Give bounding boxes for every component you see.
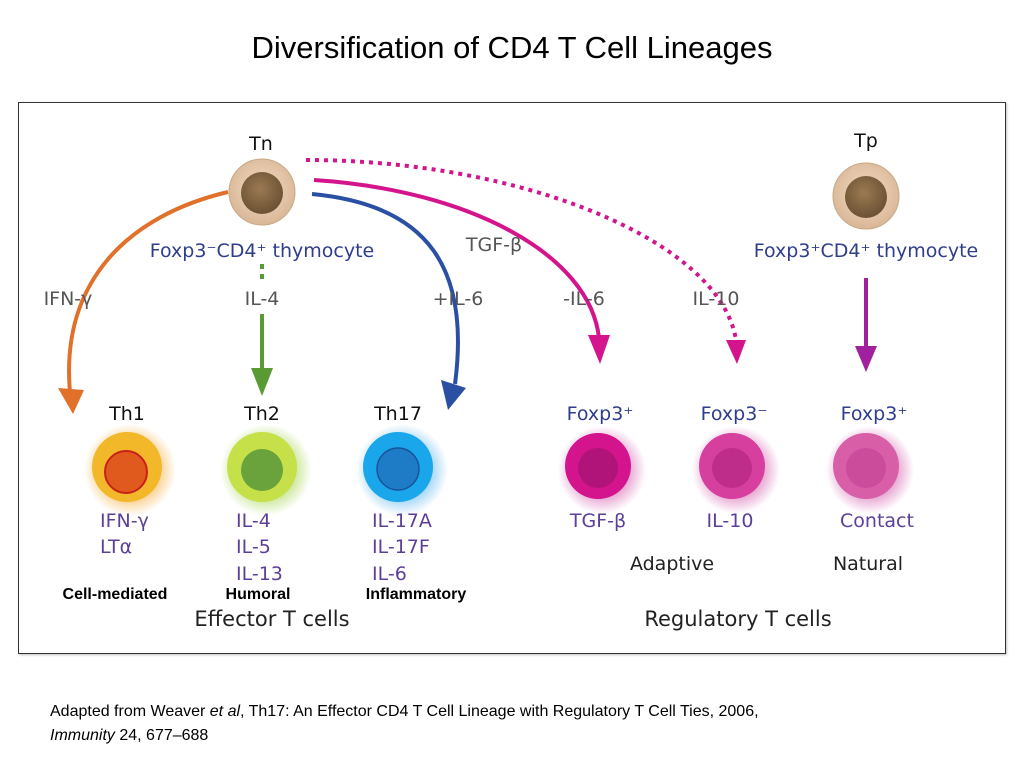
th1-label: Th1: [108, 403, 145, 425]
arrowhead-natural: [855, 346, 877, 372]
treg-adaptive-pos-label: Foxp3⁺: [567, 403, 634, 425]
signal-ifng: IFN-γ: [44, 288, 93, 310]
signal-il10: IL-10: [693, 288, 740, 310]
th2-product-1: IL-4: [236, 510, 271, 532]
treg-natural-product: Contact: [840, 510, 914, 532]
tn-label: Tn: [248, 133, 273, 155]
signal-il4: IL-4: [245, 288, 280, 310]
treg-adaptive-neg-product: IL-10: [707, 510, 754, 532]
citation-prefix: Adapted from Weaver: [50, 703, 210, 720]
group-adaptive: Adaptive: [630, 553, 714, 575]
signal-minus-il6: -IL-6: [563, 288, 605, 310]
caption-inflammatory: Inflammatory: [366, 586, 467, 603]
signal-plus-il6: +IL-6: [433, 288, 484, 310]
arrow-tn-to-foxp3pos: [313, 178, 601, 339]
th1-product-2: LTα: [100, 536, 132, 558]
arrowhead-foxp3pos: [588, 335, 610, 364]
slide-title: Diversification of CD4 T Cell Lineages: [251, 30, 773, 65]
group-regulatory: Regulatory T cells: [644, 607, 831, 631]
th17-product-3: IL-6: [372, 563, 407, 585]
tp-cell: [832, 162, 900, 230]
citation-suffix: 24, 677–688: [114, 727, 209, 744]
th17-product-1: IL-17A: [372, 510, 432, 532]
arrowhead-th17: [441, 380, 466, 410]
treg-adaptive-neg-cell: [692, 426, 780, 514]
citation: Adapted from Weaver et al, Th17: An Effe…: [50, 700, 980, 748]
treg-adaptive-pos-product: TGF-β: [569, 510, 626, 532]
treg-adaptive-neg-label: Foxp3⁻: [701, 403, 768, 425]
group-natural: Natural: [833, 553, 903, 575]
arrow-tn-to-th17: [311, 192, 460, 385]
th1-cell: [84, 424, 176, 516]
treg-natural-cell: [826, 426, 914, 514]
th17-cell: [356, 424, 448, 516]
tp-label: Tp: [853, 130, 878, 152]
th2-cell: [220, 424, 312, 516]
th2-product-2: IL-5: [236, 536, 271, 558]
tn-desc: Foxp3⁻CD4⁺ thymocyte: [150, 240, 374, 262]
citation-etal: et al: [209, 703, 241, 720]
th1-product-1: IFN-γ: [100, 510, 149, 532]
citation-middle: , Th17: An Effector CD4 T Cell Lineage w…: [240, 703, 759, 720]
th2-label: Th2: [243, 403, 280, 425]
treg-natural-label: Foxp3⁺: [841, 403, 908, 425]
th17-product-2: IL-17F: [372, 536, 430, 558]
arrowhead-th1: [58, 388, 84, 414]
citation-journal: Immunity: [50, 727, 115, 744]
caption-humoral: Humoral: [226, 586, 291, 603]
arrowhead-foxp3neg: [726, 340, 746, 364]
caption-cell-mediated: Cell-mediated: [63, 586, 168, 603]
arrowhead-th2: [251, 368, 273, 396]
treg-adaptive-pos-cell: [558, 426, 646, 514]
th2-product-3: IL-13: [236, 563, 283, 585]
th17-label: Th17: [373, 403, 422, 425]
signal-tgfb: TGF-β: [465, 234, 522, 256]
group-effector: Effector T cells: [194, 607, 349, 631]
tn-cell: [228, 158, 296, 226]
arrow-tn-to-th1: [67, 190, 229, 393]
tp-desc: Foxp3⁺CD4⁺ thymocyte: [754, 240, 978, 262]
